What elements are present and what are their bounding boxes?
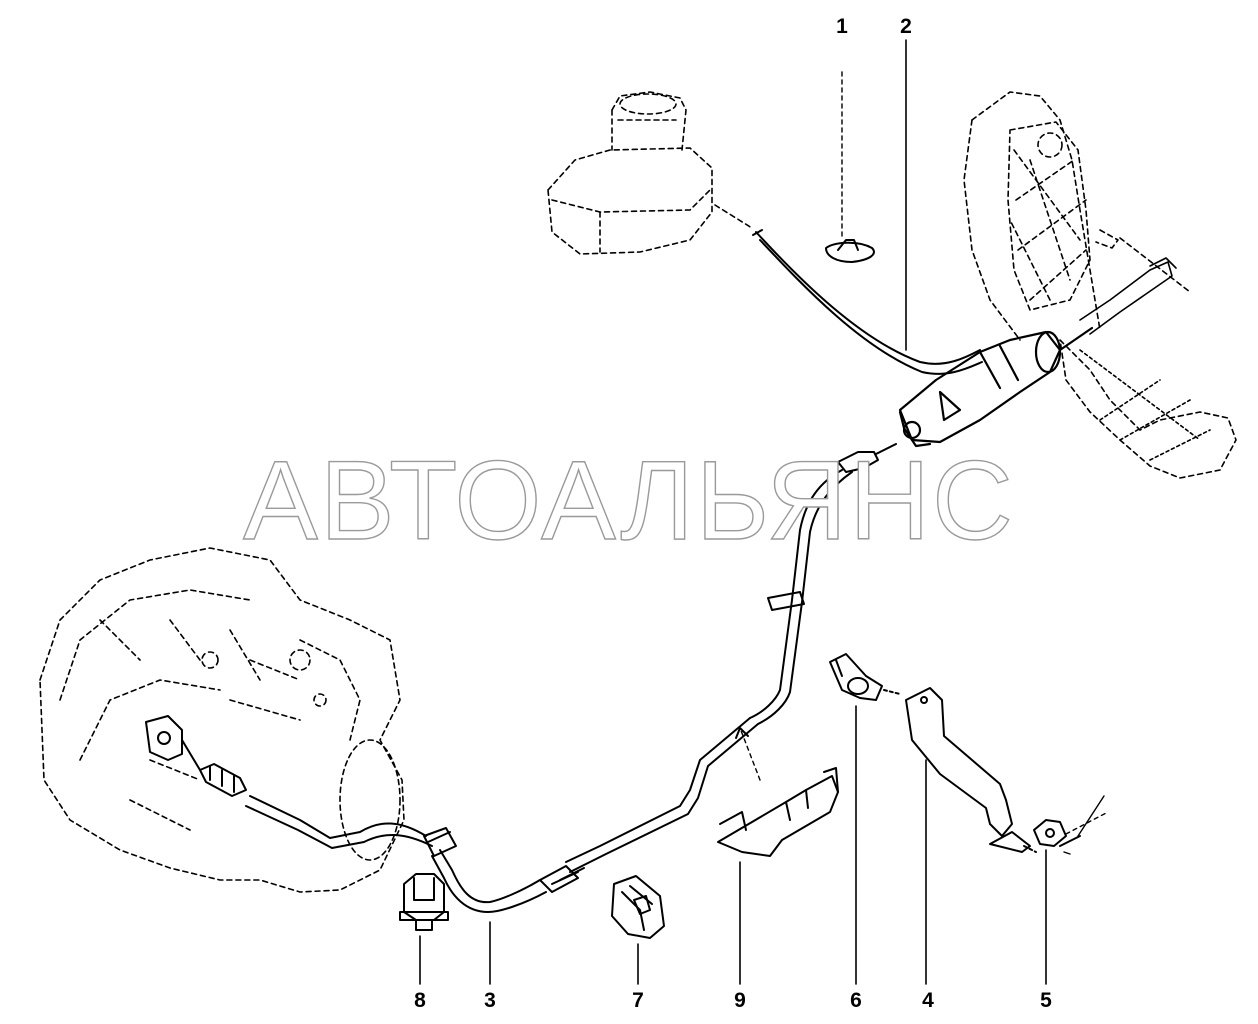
pedal-lower-arm [1059, 257, 1237, 479]
support-bracket [905, 687, 1037, 853]
callout-7: 7 [632, 989, 644, 1012]
callout-1: 1 [836, 15, 848, 38]
bracket-clip [829, 653, 901, 701]
reservoir-hose [752, 229, 983, 375]
callout-4: 4 [922, 989, 934, 1012]
transmission-housing [39, 547, 405, 893]
slave-cylinder [145, 715, 201, 771]
clutch-pedal-assembly [963, 91, 1191, 341]
pipe-clip [611, 875, 665, 939]
fluid-reservoir [547, 91, 753, 255]
callout-6: 6 [850, 989, 862, 1012]
pipe-grommet [399, 873, 449, 931]
clutch-master-cylinder [898, 326, 1094, 448]
nut [1033, 795, 1109, 855]
callout-2: 2 [900, 15, 912, 38]
pipe-bracket [717, 727, 839, 857]
callout-3: 3 [484, 989, 496, 1012]
callout-9: 9 [734, 989, 746, 1012]
hydraulic-pipe [199, 443, 897, 913]
callout-8: 8 [414, 989, 426, 1012]
callout-5: 5 [1040, 989, 1052, 1012]
hose-clip [825, 71, 875, 263]
